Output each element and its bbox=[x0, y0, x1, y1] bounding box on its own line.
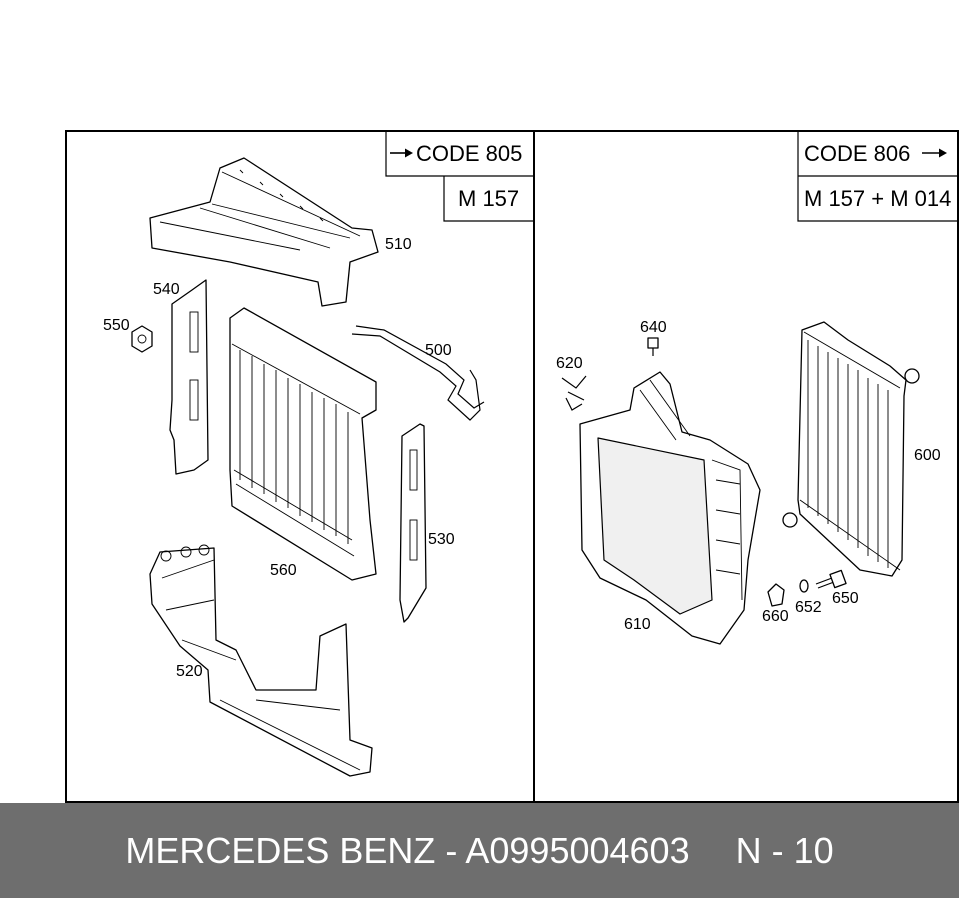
part-500-radiator bbox=[229, 307, 377, 581]
callout-530: 530 bbox=[428, 531, 455, 548]
right-code-box: CODE 806 M 157 + M 014 bbox=[797, 131, 958, 222]
arrow-right-icon bbox=[390, 148, 413, 158]
callout-550: 550 bbox=[103, 317, 130, 334]
callout-520: 520 bbox=[176, 663, 203, 680]
callout-540: 540 bbox=[153, 281, 180, 298]
callout-600: 600 bbox=[914, 447, 941, 464]
left-code-label: CODE 805 bbox=[416, 141, 522, 166]
diagram-frame bbox=[65, 130, 959, 803]
left-code-box: CODE 805 M 157 bbox=[385, 131, 534, 222]
footer-bar: MERCEDES BENZ - A0995004603 N - 10 bbox=[0, 803, 959, 898]
part-652-washer bbox=[799, 579, 809, 593]
part-660-grommet bbox=[767, 583, 785, 607]
footer-brand-part: MERCEDES BENZ - A0995004603 bbox=[125, 829, 690, 871]
part-610-shroud bbox=[579, 371, 761, 645]
part-620-clip bbox=[561, 375, 587, 411]
callout-620: 620 bbox=[556, 355, 583, 372]
callout-510: 510 bbox=[385, 236, 412, 253]
callout-560: 500 bbox=[425, 342, 452, 359]
part-560-hose bbox=[351, 325, 485, 421]
right-code-label: CODE 806 bbox=[804, 141, 910, 166]
footer-page-ref: N - 10 bbox=[735, 829, 834, 871]
part-600-radiator bbox=[782, 321, 920, 577]
callout-660: 660 bbox=[762, 608, 789, 625]
part-550-nut bbox=[131, 325, 153, 353]
arrow-right-icon bbox=[922, 148, 947, 158]
callout-500: 560 bbox=[270, 562, 297, 579]
part-530-right-bracket bbox=[399, 423, 427, 623]
callout-640: 640 bbox=[640, 319, 667, 336]
left-engine-label: M 157 bbox=[458, 186, 519, 211]
part-640-bolt bbox=[647, 337, 659, 356]
right-engine-label: M 157 + M 014 bbox=[804, 186, 951, 211]
callout-650: 650 bbox=[832, 590, 859, 607]
part-650-bolt bbox=[815, 569, 847, 589]
part-510-upper-duct bbox=[149, 157, 379, 307]
part-520-lower-duct bbox=[149, 544, 373, 777]
callout-652: 652 bbox=[795, 599, 822, 616]
callout-610: 610 bbox=[624, 616, 651, 633]
part-540-left-bracket bbox=[169, 279, 209, 475]
